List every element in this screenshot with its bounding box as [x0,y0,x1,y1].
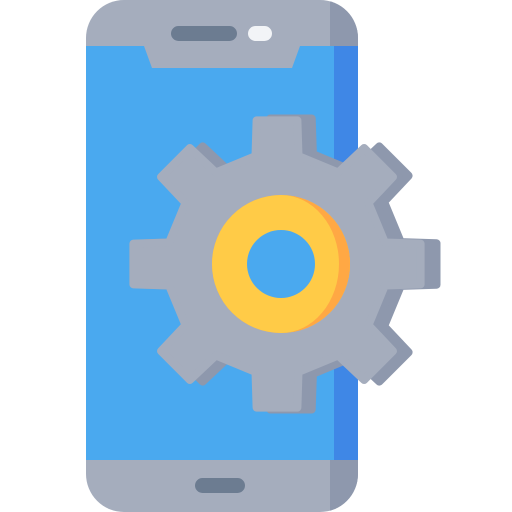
gear-hub [247,230,315,298]
speaker-slot [171,26,237,41]
gear-ring-shade [281,195,350,333]
home-button [195,478,245,493]
settings-gear-icon [129,114,441,414]
camera-dot [248,26,272,41]
